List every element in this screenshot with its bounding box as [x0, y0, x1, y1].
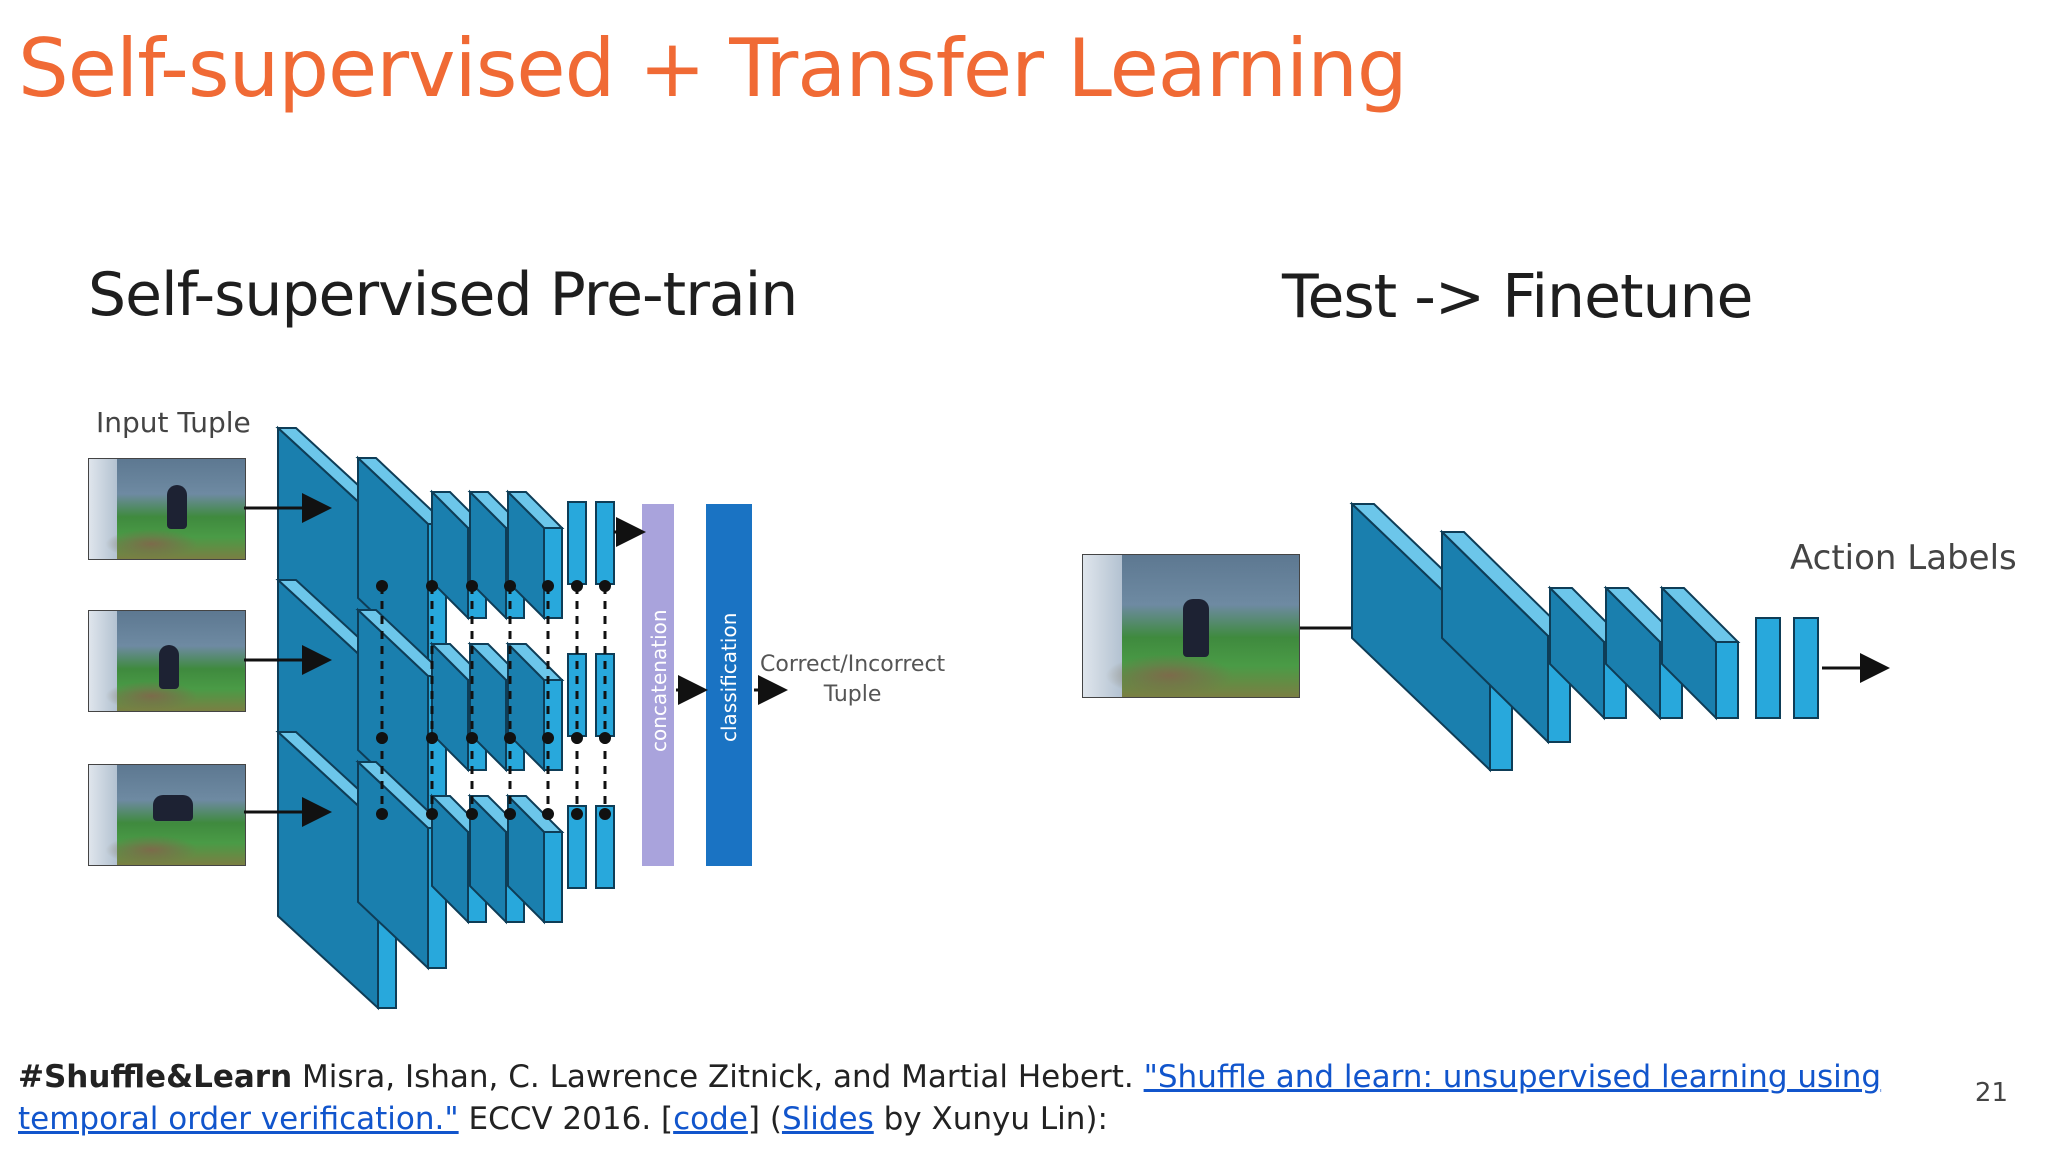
- finetune-conv5: [1659, 585, 1741, 721]
- shared-weights-dot-3-1: [466, 580, 478, 592]
- citation-authors: Misra, Ishan, C. Lawrence Zitnick, and M…: [292, 1059, 1144, 1095]
- input-tuple-label: Input Tuple: [96, 406, 251, 439]
- citation-tail: by Xunyu Lin):: [873, 1101, 1108, 1137]
- shared-weights-dot-3-2: [466, 732, 478, 744]
- shared-weights-dot-6-2: [571, 732, 583, 744]
- shared-weights-dot-2-3: [426, 808, 438, 820]
- citation-mid: ] (: [747, 1101, 782, 1137]
- finetune-fc6: [1755, 617, 1781, 719]
- pretrain-stream-3: [244, 729, 615, 1011]
- input-frame-3: [88, 764, 246, 866]
- stream-3-fc6: [567, 805, 587, 889]
- stream-3-conv5: [505, 793, 565, 925]
- action-labels-label: Action Labels: [1790, 538, 2017, 578]
- shared-weights-dot-6-1: [571, 580, 583, 592]
- page-number: 21: [1974, 1078, 2008, 1108]
- shared-weights-dot-1-1: [376, 580, 388, 592]
- stream-1-conv5: [505, 489, 565, 621]
- correct-incorrect-label: Correct/Incorrect Tuple: [760, 650, 945, 710]
- shared-weights-dot-5-2: [542, 732, 554, 744]
- citation-tag: #Shuffle&Learn: [18, 1059, 293, 1095]
- stream-3-fc7: [595, 805, 615, 889]
- shared-weights-dot-7-1: [599, 580, 611, 592]
- shared-weights-dot-3-3: [466, 808, 478, 820]
- citation-venue: ECCV 2016. [: [458, 1101, 674, 1137]
- correct-incorrect-line1: Correct/Incorrect: [760, 652, 946, 677]
- pretrain-title: Self-supervised Pre-train: [88, 260, 798, 330]
- test-frame: [1082, 554, 1300, 698]
- citation-footer: #Shuffle&Learn Misra, Ishan, C. Lawrence…: [18, 1056, 1898, 1140]
- stream-1-conv5-front: [543, 527, 563, 619]
- shared-weights-dot-4-3: [504, 808, 516, 820]
- stream-3-conv2: [355, 759, 449, 971]
- stream-1-fc7: [595, 501, 615, 585]
- code-link[interactable]: code: [673, 1101, 748, 1137]
- shared-weights-dot-5-3: [542, 808, 554, 820]
- input-frame-1: [88, 458, 246, 560]
- shared-weights-dot-7-2: [599, 732, 611, 744]
- input-frame-2: [88, 610, 246, 712]
- slide-title: Self-supervised + Transfer Learning: [18, 22, 1408, 115]
- shared-weights-dot-2-1: [426, 580, 438, 592]
- concatenation-layer: [642, 504, 674, 866]
- finetune-title: Test -> Finetune: [1282, 262, 1753, 332]
- stream-2-conv5-front: [543, 679, 563, 771]
- finetune-conv5-front: [1715, 641, 1739, 719]
- stream-3-conv5-front: [543, 831, 563, 923]
- finetune-fc7: [1793, 617, 1819, 719]
- shared-weights-dot-7-3: [599, 808, 611, 820]
- shared-weights-dot-2-2: [426, 732, 438, 744]
- classification-layer: [706, 504, 752, 866]
- slides-link[interactable]: Slides: [781, 1101, 874, 1137]
- shared-weights-dot-1-2: [376, 732, 388, 744]
- correct-incorrect-line2: Tuple: [823, 682, 882, 707]
- shared-weights-dot-4-2: [504, 732, 516, 744]
- shared-weights-dot-1-3: [376, 808, 388, 820]
- paper-link[interactable]: "Shuffle and learn: unsupervised learnin…: [18, 1059, 1882, 1137]
- shared-weights-dot-5-1: [542, 580, 554, 592]
- stream-1-fc6: [567, 501, 587, 585]
- classification-text: classification: [717, 613, 741, 742]
- stream-2-conv5: [505, 641, 565, 773]
- shared-weights-dot-6-3: [571, 808, 583, 820]
- shared-weights-dot-4-1: [504, 580, 516, 592]
- concatenation-text: concatenation: [647, 609, 671, 752]
